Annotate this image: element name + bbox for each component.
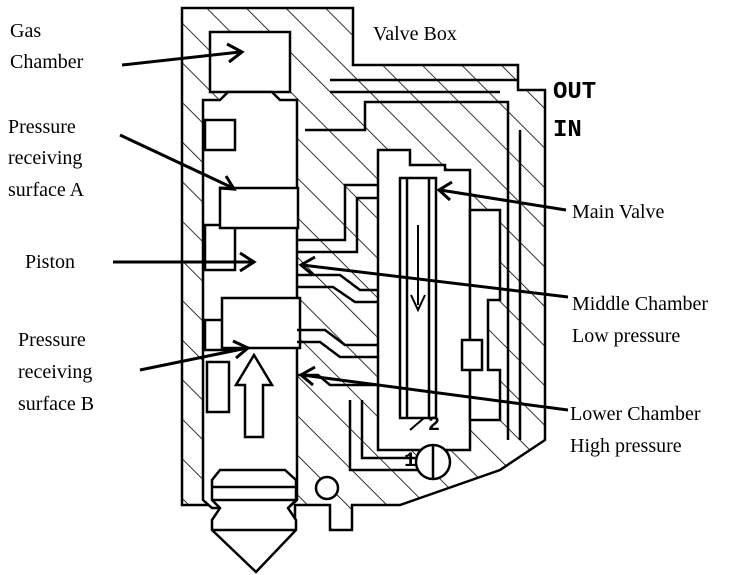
label-surface-b-3: surface B xyxy=(18,393,94,415)
leader-surface-a xyxy=(119,133,237,191)
piston-head-a xyxy=(218,186,300,230)
label-surface-a-3: surface A xyxy=(8,179,85,201)
left-pocket-upper xyxy=(203,118,237,152)
ball-check xyxy=(314,475,340,501)
middle-channel-2 xyxy=(297,273,378,304)
label-in: IN xyxy=(553,117,582,144)
out-channel xyxy=(330,78,518,94)
leader-middle-chamber xyxy=(298,255,569,299)
label-main-valve: Main Valve xyxy=(572,201,665,223)
leader-main-valve xyxy=(436,180,567,212)
label-out: OUT xyxy=(553,79,596,106)
label-middle-chamber: Middle Chamber xyxy=(572,293,708,315)
gas-chamber-cavity xyxy=(208,30,292,94)
leader-surface-b xyxy=(139,339,251,372)
piston-head-b xyxy=(220,296,302,350)
label-lower-chamber: Lower Chamber xyxy=(570,403,701,425)
flow-up-arrow xyxy=(233,352,275,439)
label-chamber: Chamber xyxy=(10,51,84,73)
leader-gas-chamber xyxy=(121,42,245,67)
port-2-label: 2 xyxy=(428,414,440,437)
stem-flow-arrow xyxy=(410,294,426,313)
lower-channel xyxy=(297,328,378,359)
leader-piston xyxy=(113,251,257,273)
label-surface-b-1: Pressure xyxy=(18,329,86,351)
port-1-label: 1 xyxy=(404,450,416,473)
middle-channel xyxy=(297,183,378,254)
leader-lower-chamber xyxy=(298,365,569,412)
label-surface-a-1: Pressure xyxy=(8,116,76,138)
in-channel xyxy=(305,100,522,440)
label-gas: Gas xyxy=(10,20,41,42)
label-piston: Piston xyxy=(25,251,75,273)
bottom-fitting xyxy=(210,468,298,574)
label-high-pressure: High pressure xyxy=(570,435,682,457)
left-pocket-bottom xyxy=(205,360,231,414)
right-pocket xyxy=(460,338,484,372)
label-low-pressure: Low pressure xyxy=(572,325,680,347)
label-surface-a-2: receiving xyxy=(8,147,82,169)
label-valve-box: Valve Box xyxy=(373,23,457,45)
label-surface-b-2: receiving xyxy=(18,361,92,383)
port-tick xyxy=(409,417,425,431)
